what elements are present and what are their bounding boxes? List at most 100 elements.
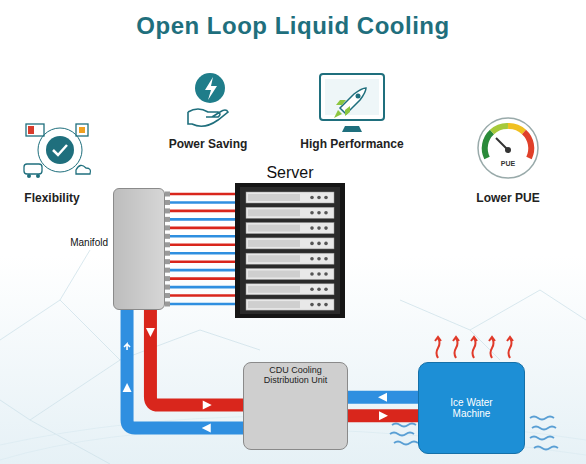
slot-led (317, 288, 321, 292)
hose-fitting (165, 192, 170, 197)
server-slot (246, 207, 334, 218)
server-hose (165, 218, 235, 221)
hose-fitting (165, 285, 170, 290)
flow-arrow (124, 344, 130, 350)
server-node: Server (235, 183, 345, 318)
flow-arrow (202, 424, 211, 433)
slot-panel (248, 286, 300, 293)
slot-led (317, 226, 321, 230)
cdu-node: CDU Cooling Distribution Unit (243, 362, 348, 450)
slot-led (324, 211, 328, 215)
slot-panel (248, 271, 300, 278)
server-hose (165, 277, 235, 280)
server-hose (165, 235, 235, 238)
server-hose (165, 286, 235, 289)
server-slot (246, 269, 334, 280)
hose-fitting (165, 242, 170, 247)
pipe-connector (165, 192, 235, 307)
icon-caption: Lower PUE (476, 191, 539, 205)
server-slot (246, 238, 334, 249)
flow-arrow (123, 383, 132, 392)
server-hose (165, 243, 235, 246)
slot-led (324, 257, 328, 261)
server-rack (235, 183, 345, 318)
icon-caption: Flexibility (24, 191, 79, 205)
slot-led (310, 303, 314, 307)
power-saving-icon (188, 73, 228, 126)
cdu-label: CDU Cooling Distribution Unit (250, 365, 341, 385)
server-slot (246, 192, 334, 203)
flow-arrow (379, 411, 388, 420)
server-label: Server (235, 164, 345, 182)
slot-led (324, 303, 328, 307)
hose-fitting (165, 251, 170, 256)
slot-led (317, 257, 321, 261)
slot-led (324, 272, 328, 276)
high-performance-icon (320, 74, 384, 132)
hot-pipe (348, 409, 418, 422)
slot-led (324, 196, 328, 200)
server-hose (165, 303, 235, 306)
flow-arrow (203, 401, 212, 410)
server-slot (246, 223, 334, 234)
manifold-label: Manifold (70, 237, 108, 248)
slot-panel (248, 301, 300, 308)
slot-led (324, 242, 328, 246)
ice-node: Ice Water Machine (418, 362, 525, 454)
server-hose (165, 201, 235, 204)
server-hose (165, 260, 235, 263)
slot-panel (248, 255, 300, 262)
server-slot (246, 299, 334, 310)
slot-led (310, 288, 314, 292)
slot-led (324, 288, 328, 292)
hose-fitting (165, 268, 170, 273)
server-hose (165, 294, 235, 297)
flow-arrow (378, 393, 387, 402)
server-slot (246, 253, 334, 264)
hose-fitting (165, 259, 170, 264)
hose-fitting (165, 293, 170, 298)
hose-fitting (165, 302, 170, 307)
hose-fitting (165, 225, 170, 230)
flexibility-icon (24, 124, 91, 178)
slot-led (310, 226, 314, 230)
flow-arrow (146, 328, 155, 337)
slot-led (310, 211, 314, 215)
slot-led (310, 257, 314, 261)
slot-led (310, 242, 314, 246)
slot-led (317, 303, 321, 307)
cold-pipe (127, 310, 243, 428)
slot-led (324, 226, 328, 230)
slot-led (310, 196, 314, 200)
cold-pipe (348, 391, 418, 404)
hot-pipe (150, 310, 243, 405)
pue-gauge (478, 118, 538, 178)
server-hose (165, 252, 235, 255)
server-hose (165, 227, 235, 230)
hose-fitting (165, 234, 170, 239)
hose-fitting (165, 200, 170, 205)
gauge-label: PUE (501, 160, 515, 167)
server-hose (165, 210, 235, 213)
heat-arrows (435, 337, 513, 358)
server-hose (165, 193, 235, 196)
slot-panel (248, 209, 300, 216)
hose-fitting (165, 276, 170, 281)
server-slot (246, 284, 334, 295)
icon-caption: Power Saving (169, 137, 248, 151)
slot-led (310, 272, 314, 276)
hose-fitting (165, 217, 170, 222)
slot-led (317, 272, 321, 276)
ice-label: Ice Water Machine (433, 397, 510, 419)
slot-led (317, 211, 321, 215)
slot-panel (248, 194, 300, 201)
slot-led (317, 196, 321, 200)
server-hose (165, 269, 235, 272)
icon-caption: High Performance (300, 137, 403, 151)
server-slots (246, 192, 334, 310)
manifold-node: Manifold (113, 188, 165, 310)
slot-panel (248, 225, 300, 232)
diagram-title: Open Loop Liquid Cooling (0, 12, 586, 40)
hose-fitting (165, 208, 170, 213)
slot-led (317, 242, 321, 246)
